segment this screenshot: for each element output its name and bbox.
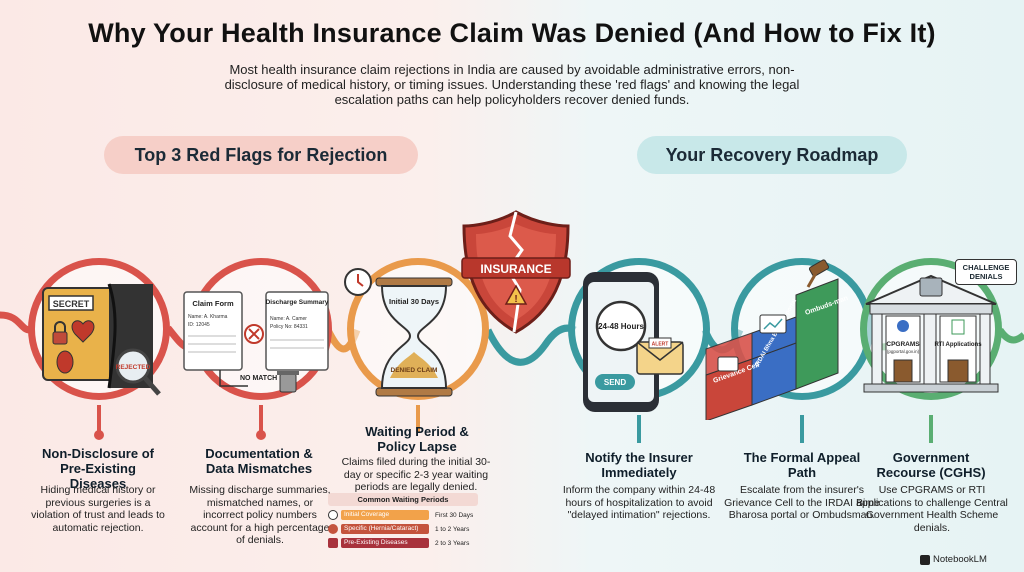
waiting-period-row: Initial Coverage First 30 Days	[328, 509, 478, 521]
brand-label: NotebookLM	[933, 554, 987, 565]
stem-dot-1	[94, 430, 104, 440]
secret-folder-illustration: SECRET REJECTED	[42, 283, 161, 396]
waiting-period-row: Specific (Hernia/Cataract) 1 to 2 Years	[328, 523, 478, 535]
svg-text:!: !	[514, 294, 517, 305]
roadmap-3-title: Government Recourse (CGHS)	[876, 450, 986, 480]
red-flag-3-title: Waiting Period & Policy Lapse	[365, 424, 469, 454]
discharge-line-1: Name: A. Camer	[270, 316, 307, 322]
phone-alert-illustration: 24-48 Hours SEND ALERT	[583, 272, 684, 412]
folder-secret-label: SECRET	[53, 299, 90, 309]
rti-label: RTI Applications	[934, 342, 982, 348]
broken-insurance-shield-icon: INSURANCE !	[461, 210, 571, 334]
roadmap-2-title: The Formal Appeal Path	[743, 450, 861, 480]
cpgrams-label: CPGRAMS	[886, 341, 920, 348]
waiting-period-value: First 30 Days	[435, 511, 474, 519]
stem-5	[800, 415, 804, 443]
waiting-period-value: 2 to 3 Years	[435, 539, 470, 547]
waiting-period-row: Pre-Existing Diseases 2 to 3 Years	[328, 537, 478, 549]
red-flag-2-text: Missing discharge summaries, mismatched …	[189, 484, 331, 546]
challenge-denials-badge: CHALLENGE DENIALS	[955, 259, 1017, 285]
roadmap-1-title: Notify the Insurer Immediately	[585, 450, 693, 480]
envelope-alert-label: ALERT	[652, 342, 669, 348]
discharge-line-2: Policy No: 84331	[270, 324, 308, 330]
pgportal-label: (pgportal.gov.in)	[887, 349, 920, 354]
waiting-period-bar: Specific (Hernia/Cataract)	[341, 524, 429, 534]
initial-30-days-label: Initial 30 Days	[389, 297, 439, 306]
stem-1	[97, 405, 101, 433]
stem-dot-2	[256, 430, 266, 440]
red-flag-3-text: Claims filed during the initial 30-day o…	[341, 456, 491, 493]
hourglass-illustration: Initial 30 Days DENIED CLAIM	[344, 268, 453, 397]
roadmap-1-text: Inform the company within 24-48 hours of…	[562, 484, 716, 521]
stem-6	[929, 415, 933, 443]
roadmap-3-text: Use CPGRAMS or RTI applications to chall…	[856, 484, 1008, 534]
clock-icon	[328, 510, 338, 520]
recovery-roadmap-heading: Your Recovery Roadmap	[637, 136, 907, 174]
stem-3	[416, 405, 420, 433]
discharge-summary-title: Discharge Summary	[266, 299, 329, 306]
denied-claim-label: DENIED CLAIM	[391, 367, 438, 374]
notebooklm-logo-icon	[920, 554, 930, 565]
red-flags-heading: Top 3 Red Flags for Rejection	[104, 136, 418, 174]
medical-cross-icon	[328, 538, 338, 548]
mismatch-documents-illustration: Claim Form Name: A. Kharma ID: 12045 Dis…	[183, 291, 329, 393]
rejected-stamp: REJECTED	[116, 364, 151, 371]
send-button-label: SEND	[604, 378, 626, 387]
waiting-period-bar: Pre-Existing Diseases	[341, 538, 429, 548]
no-match-label: NO MATCH	[240, 375, 277, 382]
red-flag-1-text: Hiding medical history or previous surge…	[31, 484, 165, 534]
scalpel-icon	[328, 524, 338, 534]
claim-form-line-1: Name: A. Kharma	[188, 314, 228, 320]
roadmap-2-text: Escalate from the insurer's Grievance Ce…	[724, 484, 880, 521]
red-flag-2-title: Documentation & Data Mismatches	[205, 446, 313, 476]
appeal-steps-illustration: Grievance Cell IRDAI Bhna Bharosa portal…	[705, 259, 849, 420]
claim-form-line-2: ID: 12045	[188, 322, 210, 328]
waiting-period-bar: Initial Coverage	[341, 510, 429, 520]
stem-4	[637, 415, 641, 443]
waiting-periods-table: Common Waiting Periods Initial Coverage …	[328, 493, 478, 551]
waiting-periods-heading: Common Waiting Periods	[328, 493, 478, 506]
page-title: Why Your Health Insurance Claim Was Deni…	[88, 18, 936, 48]
stem-2	[259, 405, 263, 433]
page-subtitle: Most health insurance claim rejections i…	[224, 62, 800, 107]
timer-hours-label: 24-48 Hours	[598, 322, 644, 331]
government-building-illustration: CPGRAMS (pgportal.gov.in) RTI Applicatio…	[863, 274, 999, 393]
notebooklm-brand: NotebookLM	[920, 554, 987, 565]
claim-form-title: Claim Form	[192, 299, 234, 308]
waiting-period-value: 1 to 2 Years	[435, 525, 470, 533]
shield-insurance-label: INSURANCE	[480, 262, 551, 276]
red-flag-1-title: Non-Disclosure of Pre-Existing Diseases	[42, 446, 154, 491]
